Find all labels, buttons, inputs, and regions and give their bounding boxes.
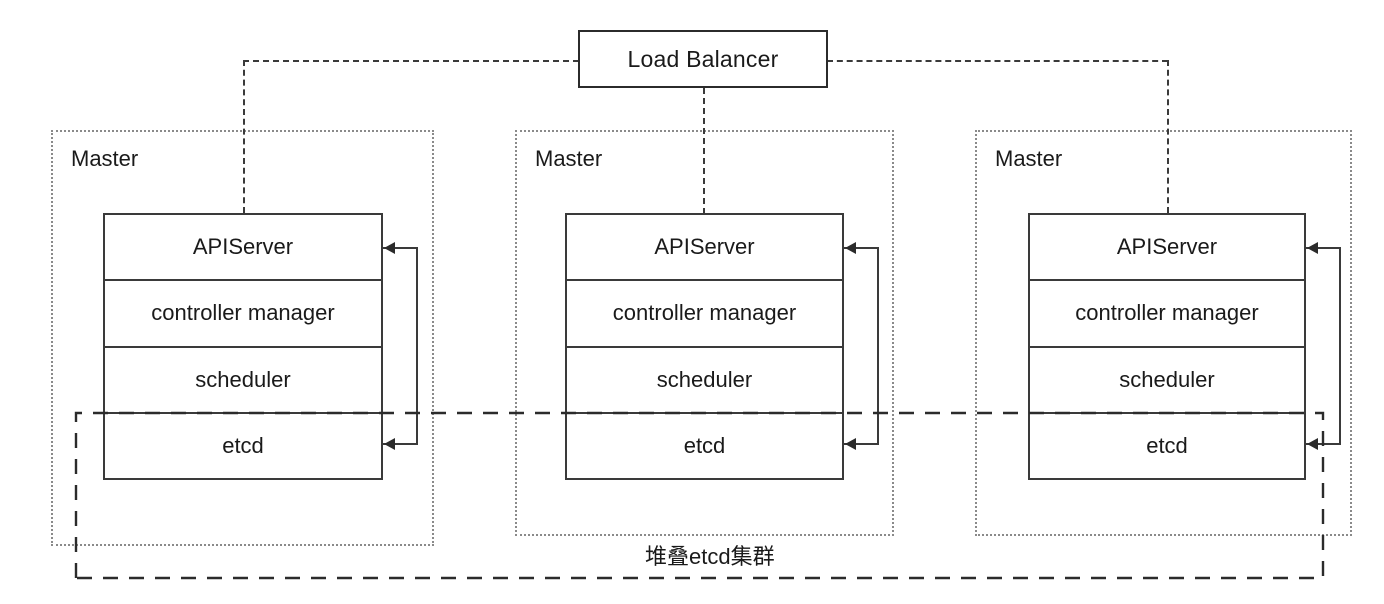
- load-balancer-node[interactable]: Load Balancer: [578, 30, 828, 88]
- master-3-etcd[interactable]: etcd: [1030, 413, 1304, 478]
- master-3-arrow-into-etcd: [1307, 438, 1318, 450]
- master-2-apiserver-etcd-side: [877, 247, 879, 444]
- master-2-arrow-into-apiserver: [845, 242, 856, 254]
- master-3-apiserver-etcd-top: [1306, 247, 1341, 249]
- master-1-apiserver[interactable]: APIServer: [105, 215, 381, 282]
- master-1-apiserver-etcd-top: [383, 247, 418, 249]
- master-3-apiserver[interactable]: APIServer: [1030, 215, 1304, 282]
- master-node-1-label: Master: [71, 146, 139, 171]
- master-1-component-stack: APIServer controller manager scheduler e…: [103, 213, 383, 480]
- lb-to-master-left-vertical: [243, 60, 245, 213]
- master-node-2-label: Master: [535, 146, 603, 171]
- master-node-3-label: Master: [995, 146, 1063, 171]
- master-1-controller-manager[interactable]: controller manager: [105, 281, 381, 348]
- master-3-component-stack: APIServer controller manager scheduler e…: [1028, 213, 1306, 480]
- master-3-apiserver-etcd-side: [1339, 247, 1341, 444]
- master-2-etcd[interactable]: etcd: [567, 413, 842, 478]
- master-3-scheduler[interactable]: scheduler: [1030, 347, 1304, 414]
- master-2-apiserver[interactable]: APIServer: [567, 215, 842, 282]
- master-1-etcd[interactable]: etcd: [105, 413, 381, 478]
- load-balancer-label: Load Balancer: [627, 45, 779, 72]
- master-2-controller-manager[interactable]: controller manager: [567, 281, 842, 348]
- lb-to-master-left-horizontal: [243, 60, 579, 62]
- etcd-cluster-caption: 堆叠etcd集群: [645, 544, 775, 569]
- master-1-scheduler[interactable]: scheduler: [105, 347, 381, 414]
- lb-to-master-right-horizontal: [827, 60, 1168, 62]
- lb-to-master-right-vertical: [1167, 60, 1169, 213]
- master-1-arrow-into-etcd: [384, 438, 395, 450]
- master-1-apiserver-etcd-side: [416, 247, 418, 444]
- master-2-apiserver-etcd-top: [844, 247, 879, 249]
- master-2-scheduler[interactable]: scheduler: [567, 347, 842, 414]
- master-2-arrow-into-etcd: [845, 438, 856, 450]
- master-3-arrow-into-apiserver: [1307, 242, 1318, 254]
- lb-to-master-middle-vertical: [703, 88, 705, 214]
- master-2-component-stack: APIServer controller manager scheduler e…: [565, 213, 844, 480]
- master-1-arrow-into-apiserver: [384, 242, 395, 254]
- master-3-controller-manager[interactable]: controller manager: [1030, 281, 1304, 348]
